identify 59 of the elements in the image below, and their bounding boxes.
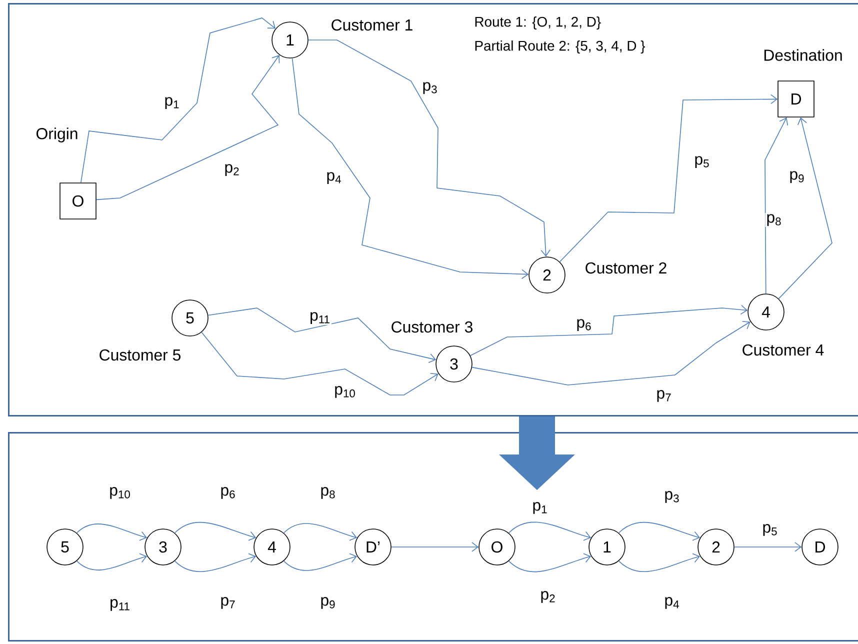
arrow (508, 522, 592, 541)
arrow (201, 332, 438, 396)
edge-label: p$_{10}$ (108, 486, 132, 500)
arrow (283, 553, 358, 571)
arrow (308, 40, 550, 257)
node-caption: Customer 2 (586, 262, 666, 274)
arrow (76, 553, 148, 570)
arrow (208, 308, 436, 364)
arrow (470, 304, 748, 356)
edge-label: p$_{4}$ (325, 171, 343, 185)
route-note: Partial Route 2: {5, 3, 4, D } (475, 40, 646, 54)
arrow (174, 553, 256, 572)
edge-label: p$_{1}$ (163, 96, 181, 110)
arrow (508, 553, 592, 572)
node-caption: Customer 4 (742, 344, 824, 356)
arrow (96, 55, 280, 200)
route-note: Route 1: {O, 1, 2, D} (475, 16, 601, 30)
edge-label: p$_{9}$ (788, 170, 806, 184)
arrow (391, 542, 479, 552)
arrow (618, 522, 700, 541)
node-caption: Customer 5 (100, 349, 180, 361)
edge-label: p$_{11}$ (108, 598, 132, 612)
node-square: O (60, 182, 96, 220)
edge-label: p$_{8}$ (319, 486, 337, 500)
edge-label: p$_{7}$ (219, 596, 237, 610)
arrow (778, 117, 832, 300)
edge-label: p$_{1}$ (531, 501, 549, 515)
edge-label: p$_{3}$ (663, 490, 681, 504)
node-caption: Customer 1 (332, 19, 412, 31)
node-caption: Destination (764, 49, 842, 61)
panel (8, 432, 858, 642)
edge-label: p$_{11}$ (308, 311, 332, 325)
node-caption: Origin (36, 128, 78, 142)
arrow (734, 542, 802, 552)
edge-label: p$_{3}$ (421, 81, 439, 95)
arrow (174, 522, 256, 541)
edge-label: p$_{4}$ (663, 596, 681, 610)
arrow (283, 523, 358, 541)
node-caption: Customer 3 (392, 321, 472, 333)
arrow (76, 524, 148, 541)
arrow (80, 18, 276, 183)
panel (8, 3, 858, 416)
edge-label: p$_{5}$ (761, 523, 779, 537)
edge-label: p$_{6}$ (575, 318, 593, 332)
block-arrow (499, 416, 575, 490)
edge-label: p$_{10}$ (333, 385, 357, 399)
arrow (472, 320, 750, 386)
arrow (292, 58, 529, 280)
arrow (618, 553, 700, 572)
edge-label: p$_{2}$ (223, 163, 241, 177)
arrow (764, 117, 788, 294)
edge-label: p$_{7}$ (655, 389, 673, 403)
edge-label: p$_{2}$ (539, 590, 557, 604)
edge-label: p$_{6}$ (219, 486, 237, 500)
node-square: D (778, 80, 814, 118)
edge-label: p$_{8}$ (765, 213, 783, 227)
edge-label: p$_{5}$ (693, 155, 711, 169)
arrow (559, 94, 778, 262)
edge-label: p$_{9}$ (319, 596, 337, 610)
